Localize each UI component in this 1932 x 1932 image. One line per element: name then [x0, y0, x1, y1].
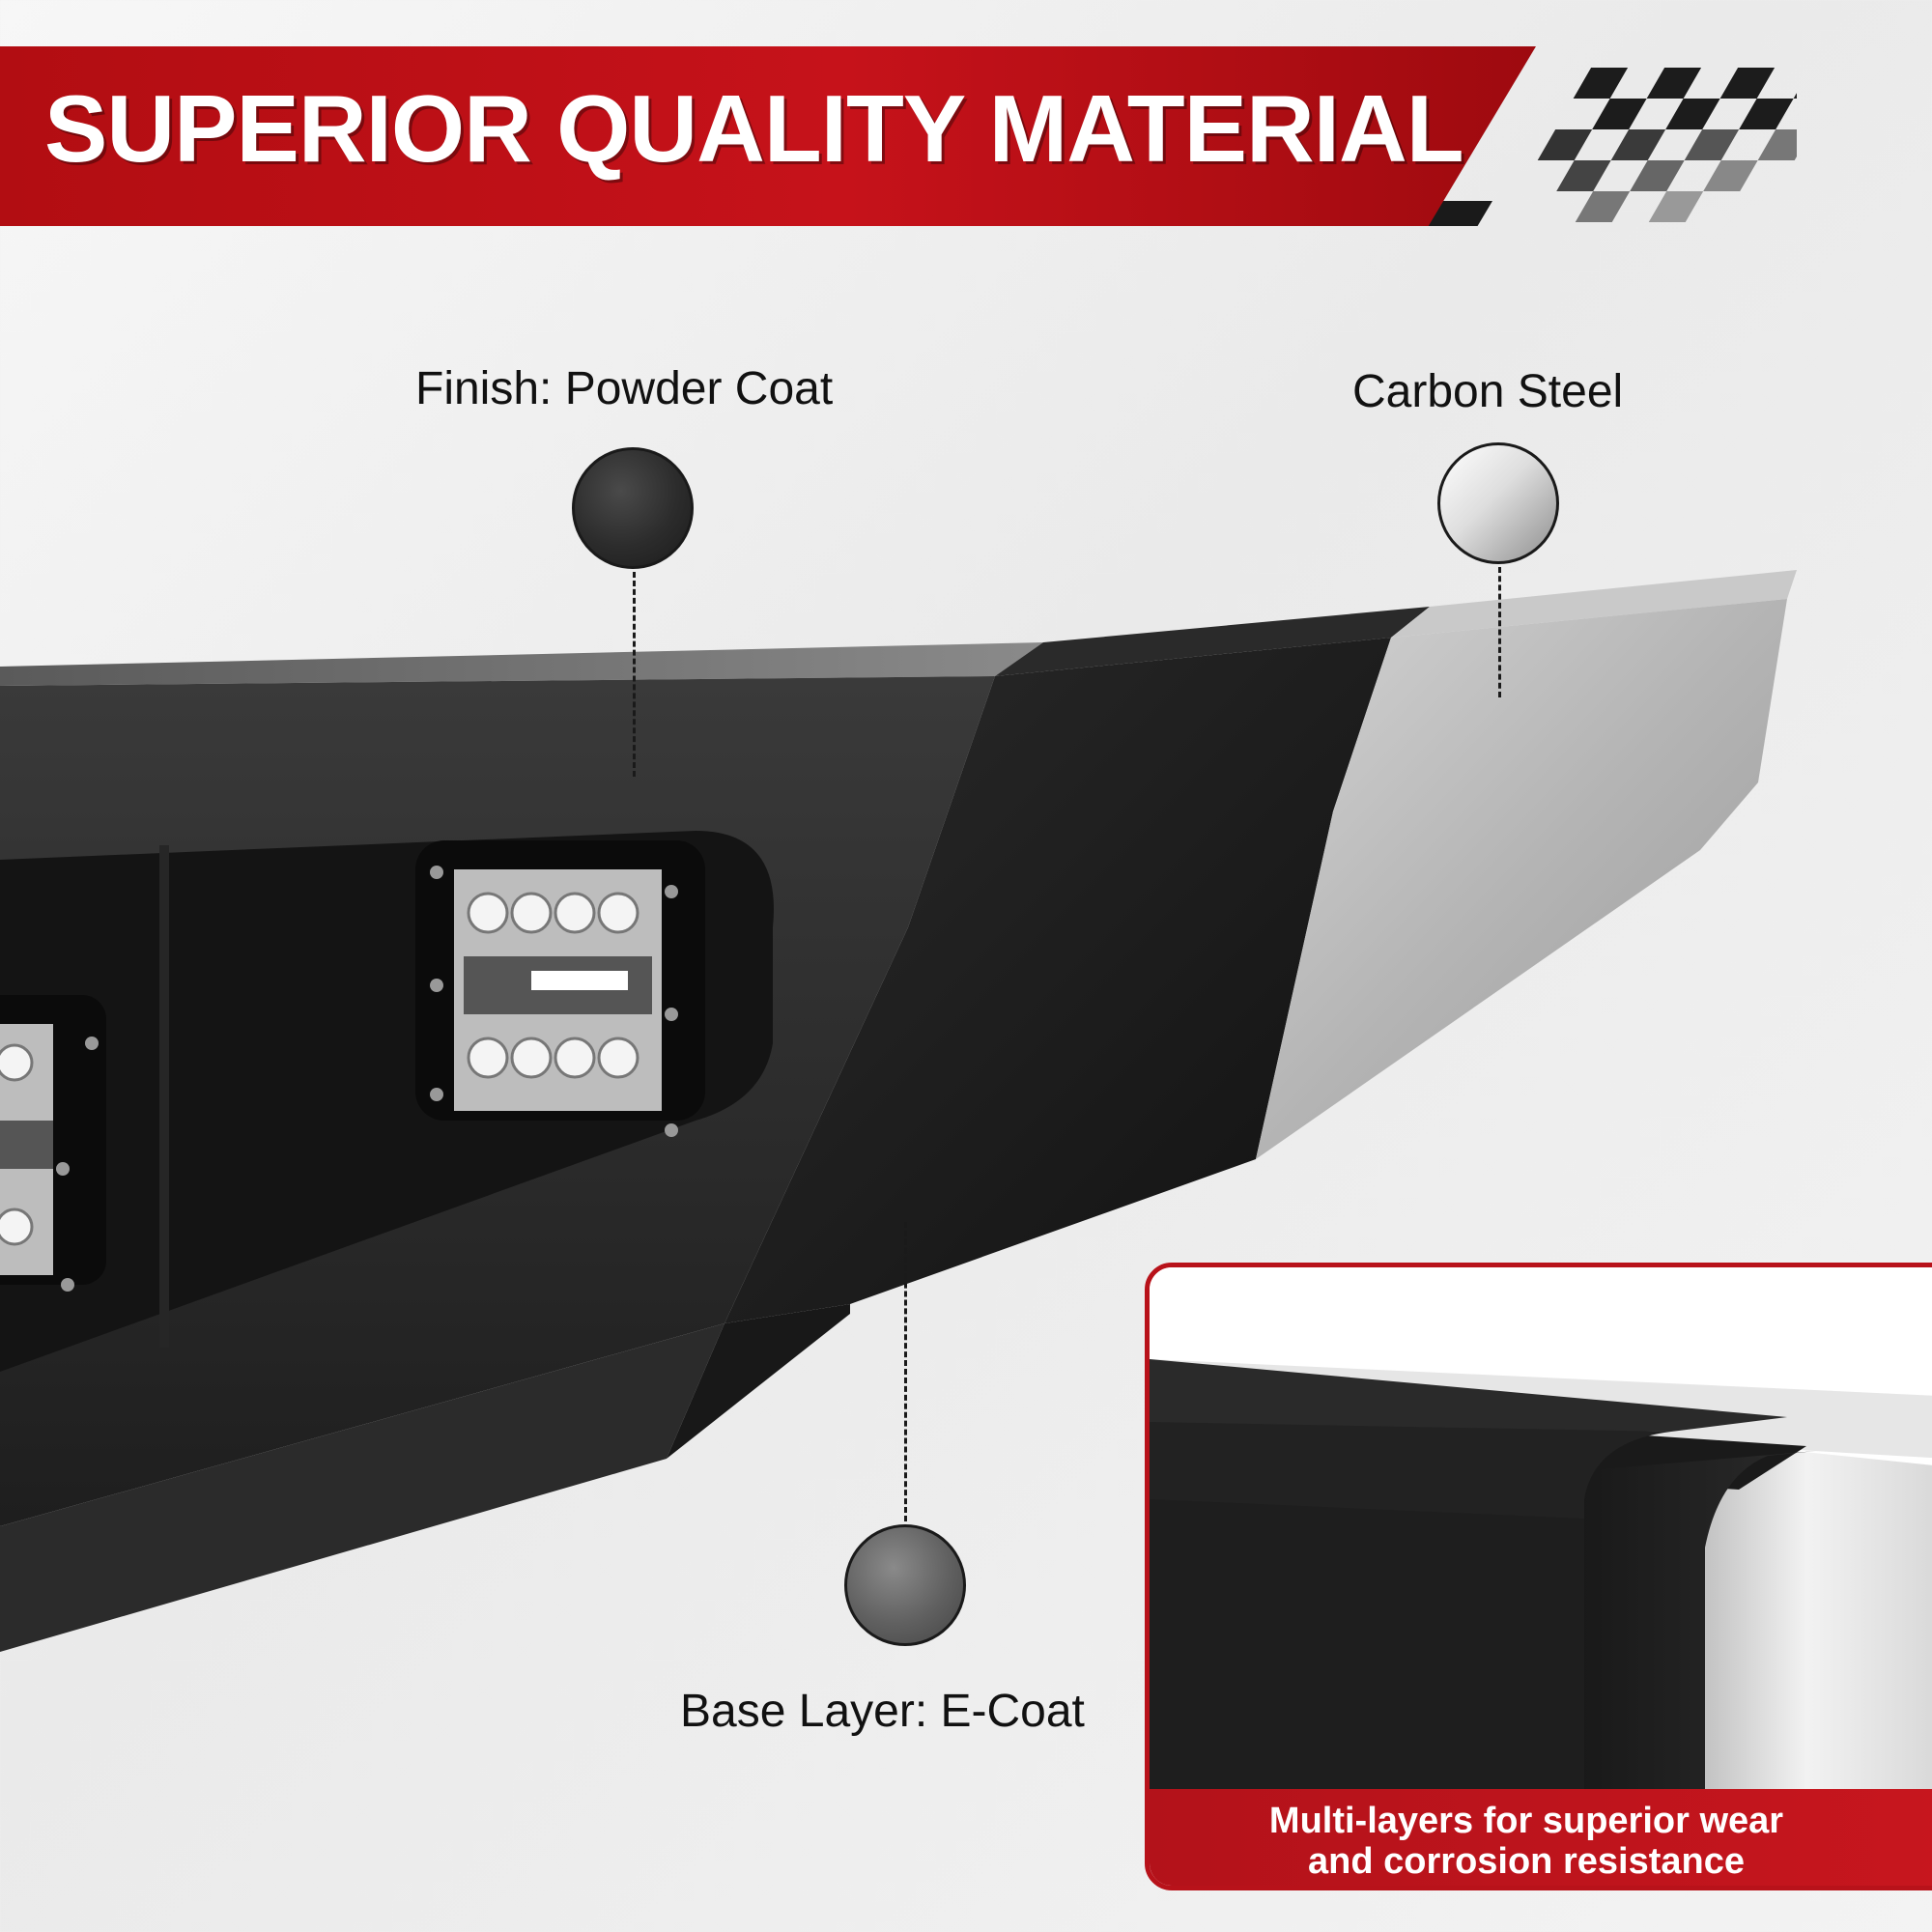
- inset-caption-banner: [1150, 1789, 1932, 1886]
- inset-detail-box: Multi-layers for superior wear and corro…: [1145, 1263, 1932, 1890]
- inset-layers-illustration: [1150, 1267, 1932, 1789]
- inset-caption-line2: and corrosion resistance: [1308, 1841, 1745, 1882]
- swatch-e-coat: [844, 1524, 966, 1646]
- swatch-powder-coat: [572, 447, 694, 569]
- inset-caption-line1: Multi-layers for superior wear: [1268, 1801, 1784, 1841]
- leader-line-base: [904, 1222, 907, 1521]
- label-finish: Finish: Powder Coat: [415, 363, 834, 414]
- label-base-layer: Base Layer: E-Coat: [680, 1686, 1085, 1737]
- bumper-illustration: [0, 570, 1797, 1652]
- header-banner: [0, 46, 1536, 226]
- page-title: SUPERIOR QUALITY MATERIAL: [44, 75, 1464, 182]
- leader-line-carbon: [1498, 567, 1501, 697]
- inset-caption: Multi-layers for superior wear and corro…: [1150, 1801, 1903, 1882]
- swatch-carbon-steel: [1437, 442, 1559, 564]
- label-carbon-steel: Carbon Steel: [1352, 366, 1624, 417]
- leader-line-finish: [633, 572, 636, 777]
- checkered-flag-icon: [1537, 68, 1797, 222]
